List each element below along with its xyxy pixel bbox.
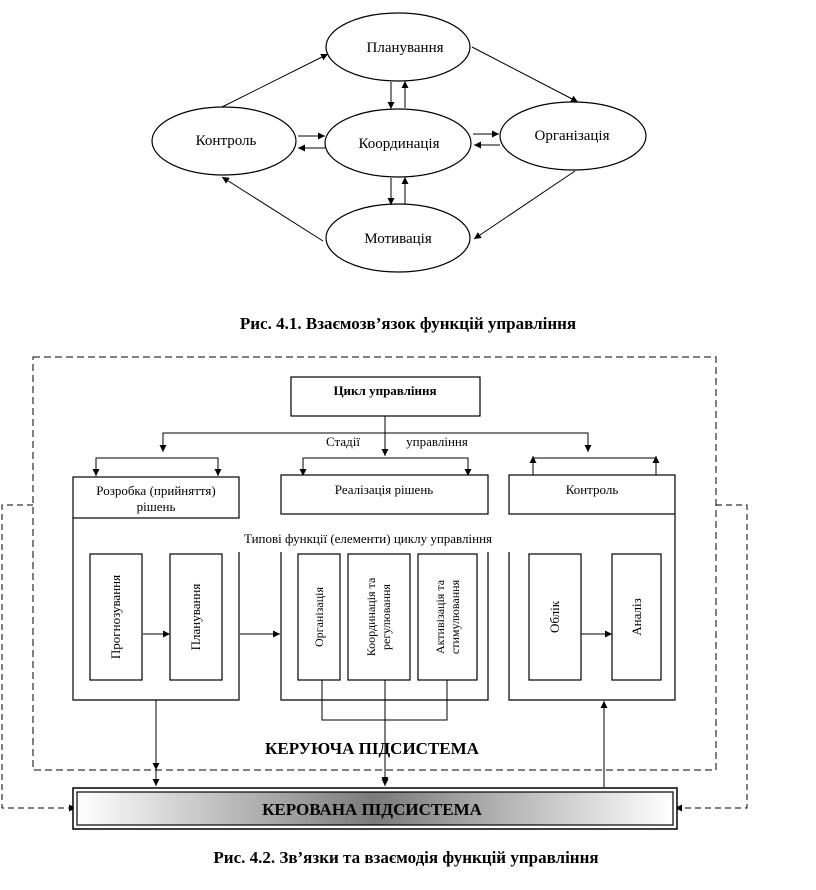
decision-bus <box>95 457 219 475</box>
managing-subsystem-border <box>32 356 717 771</box>
figure-1: Планування Контроль Координація Організа… <box>151 12 647 273</box>
cycle-title: Цикл управління <box>333 383 436 398</box>
stage-decision-line2: рішень <box>137 499 176 514</box>
node-planning <box>325 12 471 82</box>
node-coordination-label: Координація <box>359 136 440 152</box>
managing-subsystem-label: КЕРУЮЧА ПІДСИСТЕМА <box>265 739 480 758</box>
stages-label-right: управління <box>406 434 468 449</box>
stage-decision-box <box>72 476 240 519</box>
node-planning-label: Планування <box>367 40 444 56</box>
feedback-loop-right <box>675 504 748 812</box>
stage-implementation-box <box>280 474 489 515</box>
control-frame <box>508 514 676 701</box>
stage-implementation-label: Реалізація рішень <box>335 482 434 497</box>
implementation-bus <box>302 457 469 475</box>
function-forecasting-box <box>89 553 143 681</box>
stage-decision-line1: Розробка (прийняття) <box>96 483 215 498</box>
function-coordination-line2: регулювання <box>379 584 393 650</box>
node-coordination <box>324 108 472 178</box>
managed-subsystem-label: КЕРОВАНА ПІДСИСТЕМА <box>262 800 483 819</box>
figure-2: Цикл управління Стадії управління Розроб… <box>1 356 748 830</box>
stage-bus-top <box>162 432 589 451</box>
figure-2-caption: Рис. 4.2. Зв’язки та взаємодія функцій у… <box>213 848 598 867</box>
function-organization-label: Організація <box>312 587 326 647</box>
function-organization-box <box>297 553 341 681</box>
stage-control-box <box>508 474 676 515</box>
function-activation-box <box>417 553 478 681</box>
node-organization <box>499 101 647 171</box>
function-planning-label: Планування <box>188 584 203 651</box>
stages-label-left: Стадії <box>326 434 360 449</box>
function-accounting-box <box>528 553 582 681</box>
arrow-organization-to-motivation <box>473 170 576 240</box>
figure-1-caption: Рис. 4.1. Взаємозв’язок функцій управлін… <box>240 314 576 333</box>
function-analysis-label: Аналіз <box>629 598 644 635</box>
function-forecasting-label: Прогнозування <box>108 575 123 659</box>
function-activation-line1: Активізація та <box>433 579 447 654</box>
function-accounting-label: Облік <box>547 600 562 633</box>
node-motivation-label: Мотивація <box>364 231 432 247</box>
arrow-planning-to-organization <box>471 46 579 103</box>
cycle-box <box>290 376 481 417</box>
function-coordination-line1: Координація та <box>364 577 378 656</box>
typical-functions-label: Типові функції (елементи) циклу управлін… <box>244 531 492 546</box>
node-control <box>151 106 297 176</box>
stage-control-label: Контроль <box>566 482 619 497</box>
feedback-loop-left <box>1 504 76 812</box>
managed-subsystem-inner <box>76 791 674 826</box>
node-motivation <box>325 203 471 273</box>
function-coordination-box <box>347 553 411 681</box>
function-activation-line2: стимулювання <box>448 579 462 654</box>
node-control-label: Контроль <box>196 133 257 149</box>
arrow-motivation-to-control <box>221 176 324 242</box>
arrow-control-to-planning <box>221 53 329 108</box>
node-organization-label: Організація <box>534 128 609 144</box>
function-analysis-box <box>611 553 662 681</box>
function-planning-box <box>169 553 223 681</box>
